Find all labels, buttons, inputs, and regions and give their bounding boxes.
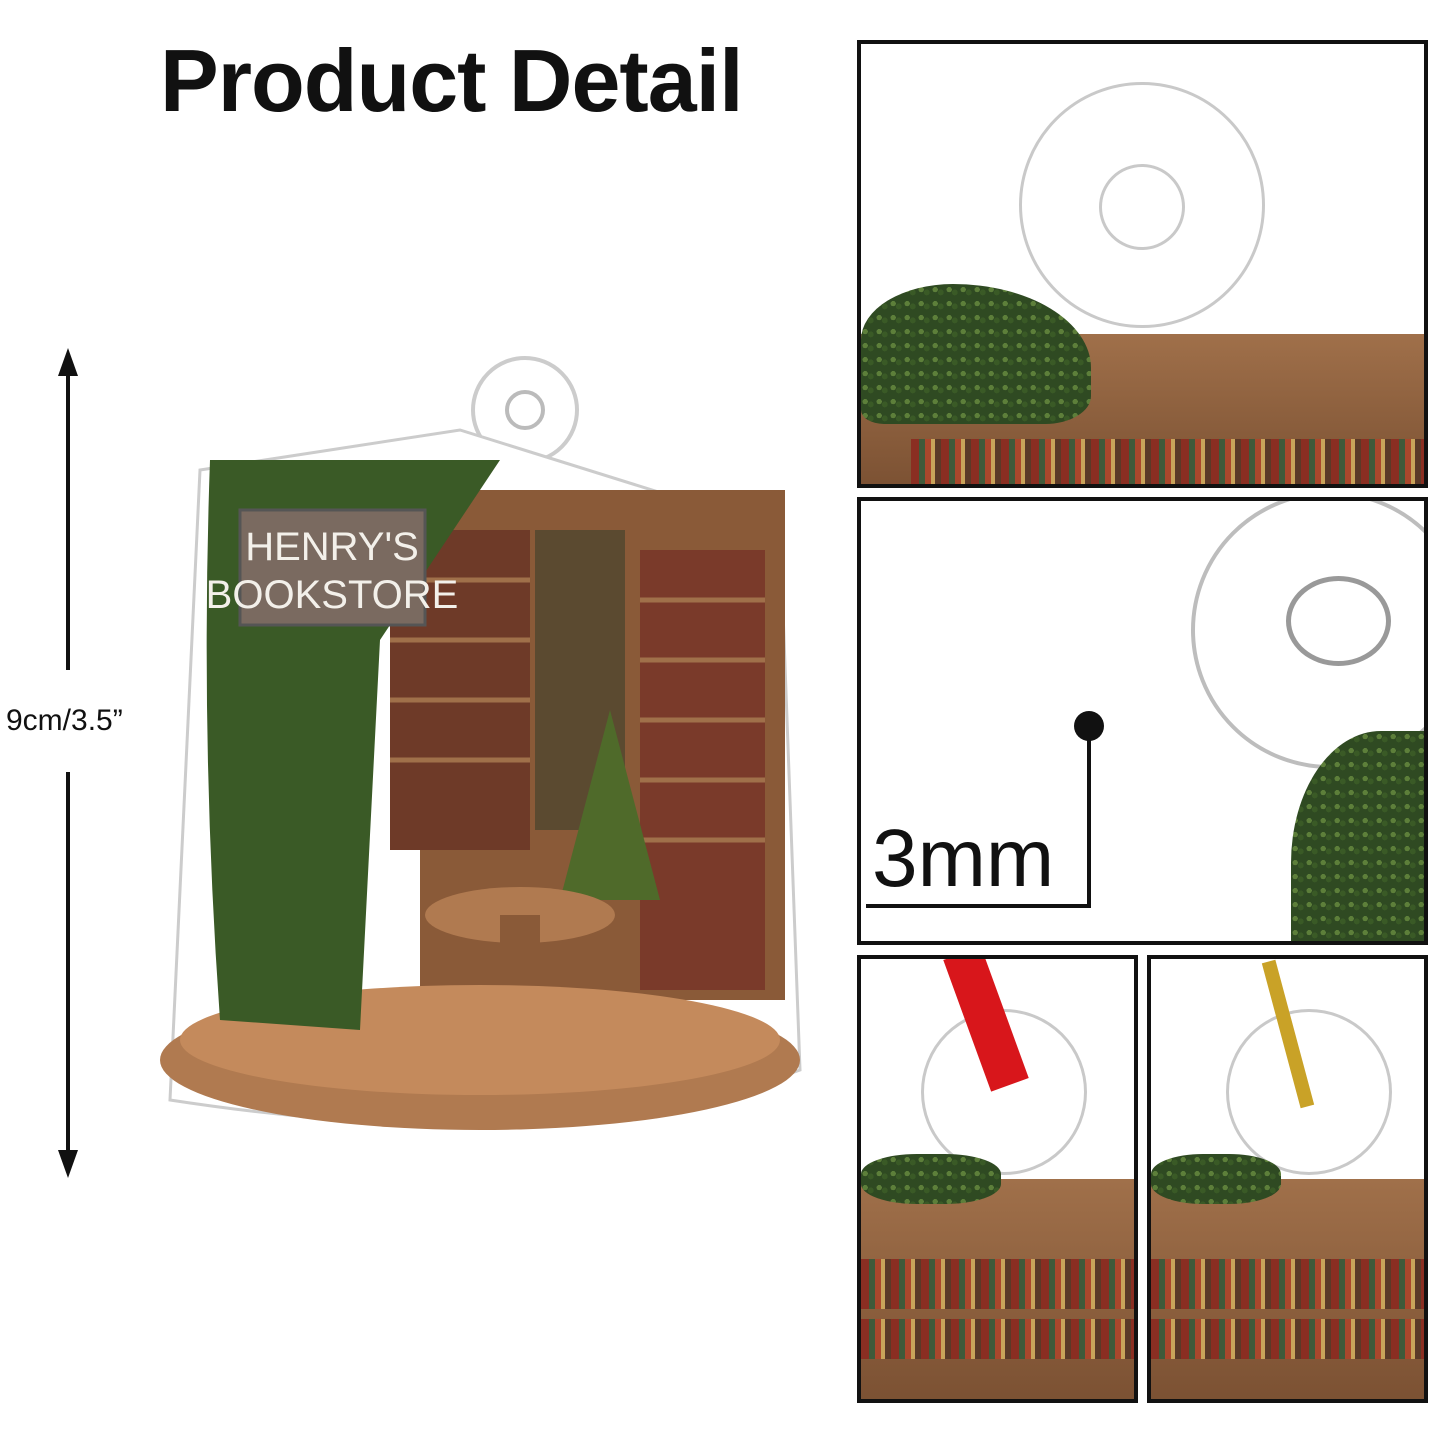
- ivy-image: [1151, 1154, 1281, 1204]
- arrow-up-icon: [58, 348, 78, 376]
- books-image: [1151, 1319, 1424, 1359]
- detail-panel-gold-string: [1147, 955, 1428, 1403]
- hanging-hole-ring: [1226, 1009, 1392, 1175]
- hole-icon: [1286, 576, 1391, 666]
- sign-line1: HENRY'S: [245, 525, 419, 569]
- detail-panel-thickness: [857, 497, 1428, 945]
- dimension-line-top: [66, 370, 70, 670]
- sign-line2: BOOKSTORE: [206, 573, 459, 617]
- ivy-image: [861, 1154, 1001, 1204]
- arrow-down-icon: [58, 1150, 78, 1178]
- books-image: [911, 439, 1424, 484]
- hole-icon: [1099, 164, 1185, 250]
- books-image: [1151, 1259, 1424, 1309]
- books-image: [861, 1319, 1134, 1359]
- detail-panel-top: [857, 40, 1428, 488]
- measure-baseline: [866, 904, 1091, 908]
- books-image: [861, 1259, 1134, 1309]
- detail-panel-ribbon: [857, 955, 1138, 1403]
- dimension-line-bottom: [66, 772, 70, 1152]
- hanging-hole-ring: [1191, 501, 1424, 769]
- height-label: 9cm/3.5”: [6, 704, 123, 737]
- measure-line: [1087, 726, 1091, 908]
- page-title: Product Detail: [160, 31, 744, 130]
- hanging-hole-ring: [1019, 82, 1265, 328]
- thickness-label: 3mm: [872, 813, 1055, 904]
- ivy-image: [861, 284, 1091, 424]
- ornament-image: HENRY'S BOOKSTORE: [160, 356, 802, 1130]
